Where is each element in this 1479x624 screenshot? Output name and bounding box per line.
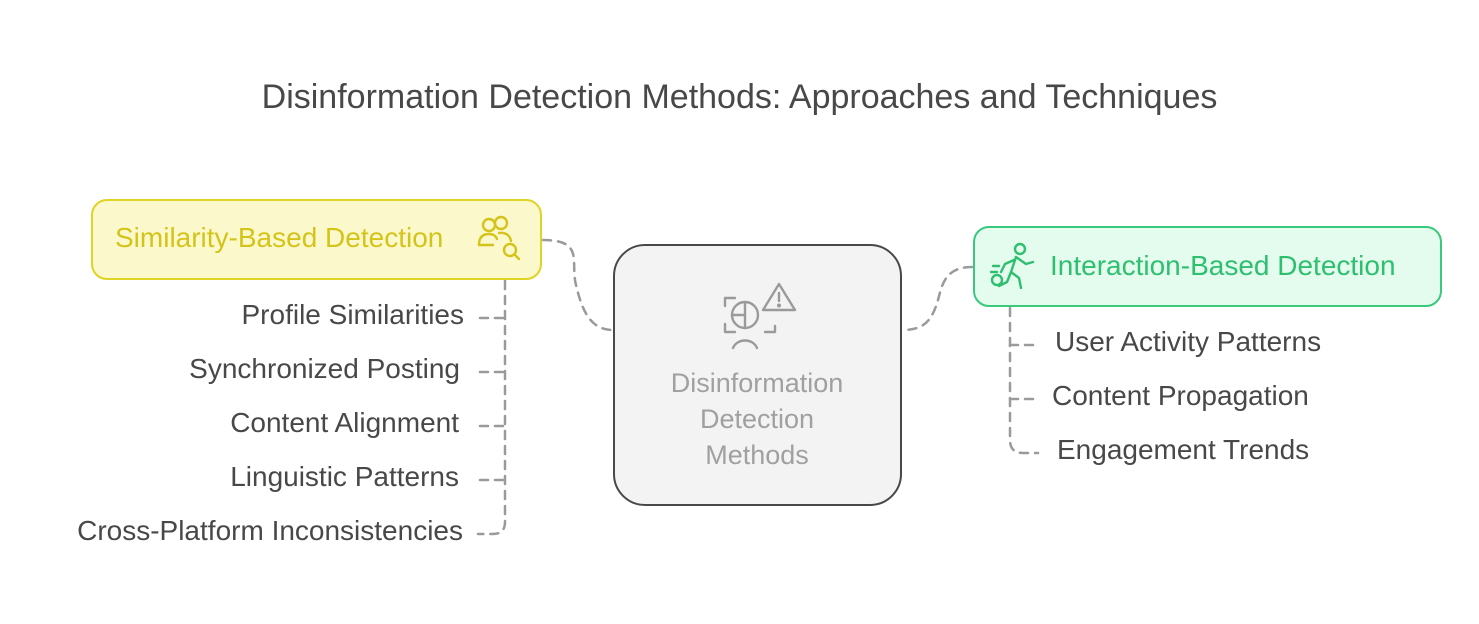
left-item-synchronized-posting: Synchronized Posting xyxy=(189,353,460,384)
center-label-line-1: Disinformation xyxy=(670,368,844,398)
diagram-title: Disinformation Detection Methods: Approa… xyxy=(261,78,1218,116)
center-label-line-3: Methods xyxy=(705,440,809,470)
left-item-linguistic-patterns: Linguistic Patterns xyxy=(230,461,459,492)
right-spine xyxy=(1008,306,1040,455)
running-person-icon xyxy=(989,242,1039,297)
center-label: Disinformation Detection Methods xyxy=(615,365,899,473)
left-item-cross-platform-inconsistencies: Cross-Platform Inconsistencies xyxy=(77,515,463,546)
center-label-line-2: Detection xyxy=(699,404,815,434)
connector-left-to-center xyxy=(541,238,615,332)
interaction-based-detection-label: Interaction-Based Detection xyxy=(1050,250,1396,281)
right-item-engagement-trends: Engagement Trends xyxy=(1057,434,1310,465)
users-search-icon xyxy=(477,215,521,270)
left-item-profile-similarities: Profile Similarities xyxy=(241,299,465,330)
similarity-based-detection-node: Similarity-Based Detection xyxy=(91,199,542,280)
center-node: Disinformation Detection Methods xyxy=(613,244,902,506)
left-spine xyxy=(476,279,507,536)
right-item-user-activity-patterns: User Activity Patterns xyxy=(1055,326,1322,357)
face-scan-warning-icon xyxy=(721,280,797,361)
interaction-based-detection-node: Interaction-Based Detection xyxy=(973,226,1442,307)
connector-right-to-center xyxy=(900,265,974,332)
similarity-based-detection-label: Similarity-Based Detection xyxy=(115,222,444,253)
right-item-content-propagation: Content Propagation xyxy=(1052,380,1309,411)
left-item-content-alignment: Content Alignment xyxy=(230,407,459,438)
